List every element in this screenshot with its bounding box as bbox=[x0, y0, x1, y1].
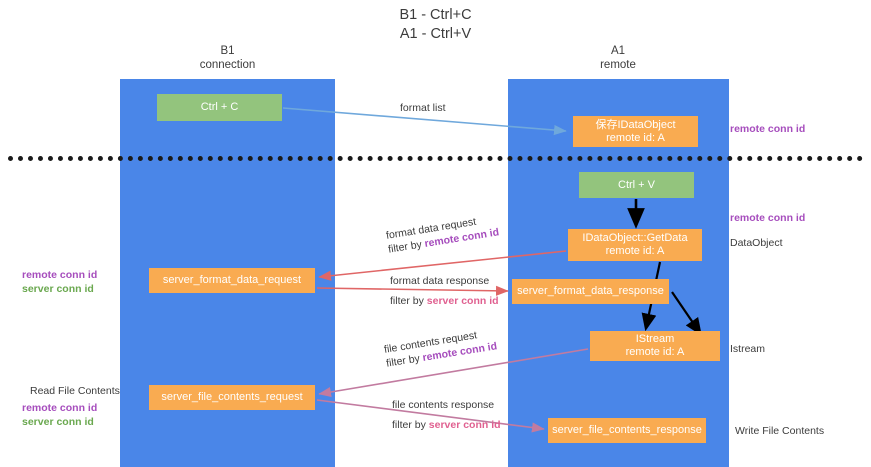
label-format-data-response: format data response filter by server co… bbox=[390, 274, 499, 308]
node-server-format-data-response: server_format_data_response bbox=[512, 279, 669, 304]
server-conn-id-text-2: server conn id bbox=[428, 419, 501, 431]
label-write-file-contents: Write File Contents bbox=[735, 425, 825, 437]
filter-by-text-2: filter by bbox=[390, 295, 424, 307]
node-istream-line1: IStream bbox=[635, 333, 675, 345]
left-server-conn-id-2: server conn id bbox=[22, 416, 94, 428]
label-file-contents-response-text: file contents response bbox=[392, 399, 495, 411]
title-line-2: A1 - Ctrl+V bbox=[399, 26, 472, 42]
phase-divider bbox=[8, 156, 863, 161]
node-server-format-data-request: server_format_data_request bbox=[149, 268, 315, 293]
label-format-data-response-filter: filter by server conn id bbox=[390, 294, 499, 308]
node-getdata-line1: IDataObject::GetData bbox=[582, 232, 688, 244]
node-istream-line2: remote id: A bbox=[625, 346, 685, 358]
left-remote-conn-id-2: remote conn id bbox=[22, 402, 98, 414]
label-dataobject: DataObject bbox=[730, 237, 783, 249]
label-left-conn-ids-bottom: remote conn id server conn id bbox=[22, 401, 97, 429]
filter-by-text-3: filter by bbox=[385, 352, 421, 370]
node-idataobject-getdata: IDataObject::GetData remote id: A bbox=[568, 229, 702, 261]
label-format-data-request: format data request filter by remote con… bbox=[385, 211, 500, 256]
lane-b1-role: connection bbox=[199, 59, 256, 71]
label-file-contents-response: file contents response filter by server … bbox=[392, 398, 501, 432]
node-istream: IStream remote id: A bbox=[590, 331, 720, 361]
node-server-file-contents-request: server_file_contents_request bbox=[149, 385, 315, 410]
page-title: B1 - Ctrl+C A1 - Ctrl+V bbox=[0, 6, 871, 44]
label-file-contents-request: file contents request filter by remote c… bbox=[383, 325, 498, 370]
label-istream: Istream bbox=[730, 343, 766, 355]
server-conn-id-text: server conn id bbox=[426, 295, 499, 307]
node-server-file-contents-response: server_file_contents_response bbox=[548, 418, 706, 443]
label-right-remote-conn-id-mid: remote conn id bbox=[730, 212, 806, 224]
label-file-contents-response-filter: filter by server conn id bbox=[392, 418, 501, 432]
left-remote-conn-id-1: remote conn id bbox=[22, 269, 98, 281]
node-save-idataobject: 保存IDataObject remote id: A bbox=[573, 116, 698, 147]
node-save-idataobject-line2: remote id: A bbox=[606, 131, 665, 144]
lane-a1-role: remote bbox=[600, 59, 636, 71]
lane-header-b1: B1 connection bbox=[140, 44, 315, 72]
lane-b1-name: B1 bbox=[220, 45, 235, 57]
lane-a1-name: A1 bbox=[610, 45, 626, 57]
node-save-idataobject-line1: 保存IDataObject bbox=[595, 118, 676, 131]
title-line-1: B1 - Ctrl+C bbox=[399, 7, 472, 23]
label-right-remote-conn-id-top: remote conn id bbox=[730, 123, 806, 135]
node-ctrl-c: Ctrl + C bbox=[157, 94, 282, 121]
node-ctrl-v: Ctrl + V bbox=[579, 172, 694, 198]
node-getdata-line2: remote id: A bbox=[605, 245, 665, 257]
left-server-conn-id-1: server conn id bbox=[22, 283, 94, 295]
label-format-data-response-text: format data response bbox=[390, 275, 490, 287]
filter-by-text-4: filter by bbox=[392, 419, 426, 431]
label-left-conn-ids-top: remote conn id server conn id bbox=[22, 268, 97, 296]
label-read-file-contents: Read File Contents bbox=[30, 385, 120, 397]
filter-by-text: filter by bbox=[387, 238, 423, 256]
label-format-list: format list bbox=[400, 102, 446, 114]
lane-header-a1: A1 remote bbox=[528, 44, 708, 72]
